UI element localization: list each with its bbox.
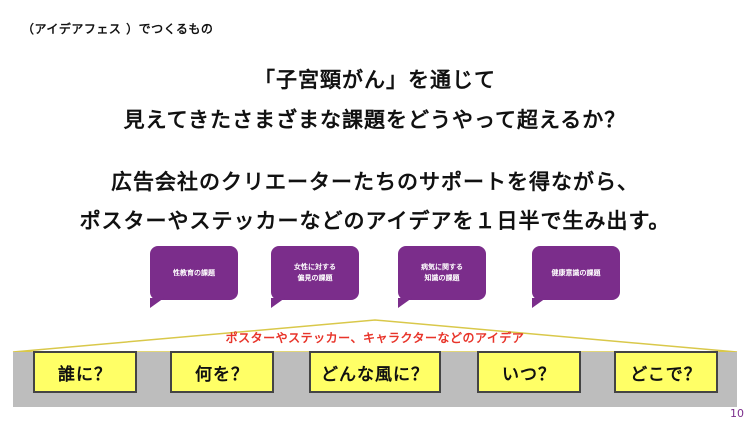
question-box-who: 誰に？ — [33, 351, 137, 393]
top-label: （アイデアフェス ）でつくるもの — [22, 22, 214, 36]
band-text: ポスターやステッカー、キャラクターなどのアイデア — [225, 331, 525, 345]
speech-bubble-sex-education: 性教育の課題 — [150, 246, 238, 308]
headline-line-3: 広告会社のクリエーターたちのサポートを得ながら、 — [111, 170, 639, 194]
question-box-when: いつ？ — [477, 351, 581, 393]
question-box-what: 何を？ — [170, 351, 274, 393]
headline-line-2: 見えてきたさまざまな課題をどうやって超えるか？ — [123, 108, 627, 132]
page-number: 10 — [730, 407, 744, 420]
speech-bubble-health: 健康意識の課題 — [532, 246, 620, 308]
question-box-how: どんな風に？ — [309, 351, 441, 393]
question-box-where: どこで？ — [614, 351, 718, 393]
speech-bubble-prejudice: 女性に対する 偏見の課題 — [271, 246, 359, 308]
headline-line-1: 「子宮頸がん」を通じて — [254, 68, 496, 92]
headline-line-4: ポスターやステッカーなどのアイデアを１日半で生み出す。 — [79, 209, 671, 233]
speech-bubble-knowledge: 病気に関する 知識の課題 — [398, 246, 486, 308]
